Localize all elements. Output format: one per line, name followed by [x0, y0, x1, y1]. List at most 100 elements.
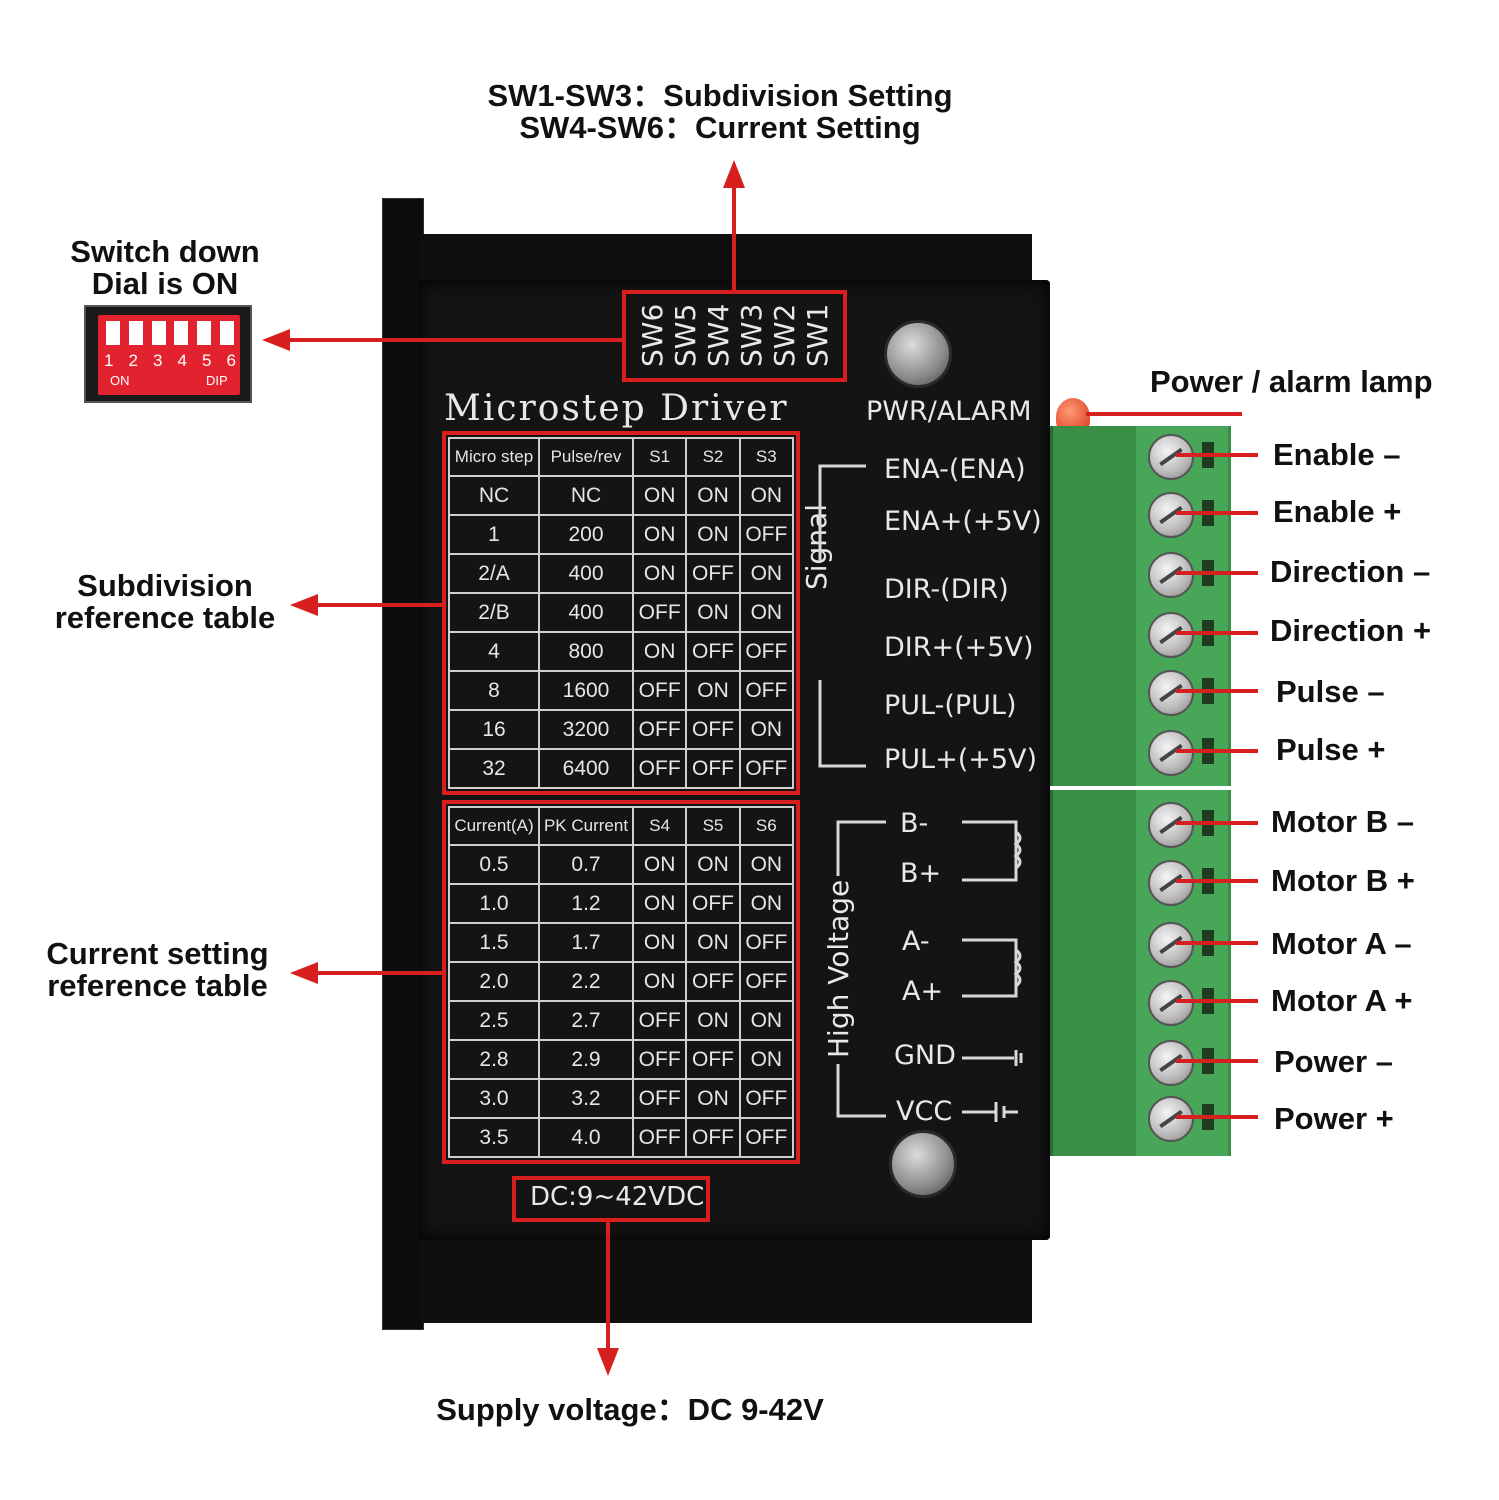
- terminal-motor-a-plus[interactable]: [1140, 974, 1226, 1030]
- sw2-label: SW2: [768, 303, 801, 367]
- dip-dip-label: DIP: [206, 373, 228, 388]
- pin-dir-minus: DIR-(DIR): [884, 574, 1009, 605]
- supply-voltage-callout: Supply voltage：DC 9-42V: [436, 1392, 824, 1427]
- label-power-plus: Power +: [1274, 1101, 1394, 1136]
- label-enable-plus: Enable +: [1273, 494, 1402, 529]
- terminal-screw-icon: [1148, 552, 1194, 598]
- sw1-label: SW1: [801, 303, 834, 367]
- signal-group-label: Signal: [800, 504, 833, 591]
- pwr-alarm-label: PWR/ALARM: [866, 396, 1032, 427]
- label-direction-plus: Direction +: [1270, 613, 1432, 648]
- subdivision-setting-text: SW1-SW3：Subdivision Setting: [487, 78, 953, 113]
- subdivision-table-callout: Subdivision reference table: [54, 568, 276, 635]
- dc-voltage-box: [512, 1176, 710, 1222]
- label-power-minus: Power –: [1274, 1044, 1393, 1079]
- sw3-label: SW3: [735, 303, 768, 367]
- terminal-pulse-minus[interactable]: [1140, 664, 1226, 720]
- dc-voltage-label: DC:9~42VDC: [530, 1182, 705, 1212]
- terminal-power-plus[interactable]: [1140, 1090, 1226, 1146]
- dip-levers: [106, 321, 234, 347]
- driver-heatsink-top: [420, 234, 1032, 282]
- switch-down-text: Switch down: [70, 234, 260, 269]
- pin-ena-plus: ENA+(+5V): [884, 506, 1042, 537]
- terminal-screw-icon: [1148, 434, 1194, 480]
- current-setting-text: SW4-SW6：Current Setting: [519, 110, 921, 145]
- label-enable-minus: Enable –: [1273, 437, 1401, 472]
- pin-vcc: VCC: [896, 1096, 953, 1127]
- terminal-motor-b-plus[interactable]: [1140, 854, 1226, 910]
- driver-heatsink-bottom: [420, 1238, 1032, 1323]
- dip-switch-image: 1 2 3 4 5 6 ON DIP: [84, 305, 252, 403]
- pin-dir-plus: DIR+(+5V): [884, 632, 1034, 663]
- label-motor-a-plus: Motor A +: [1271, 983, 1413, 1018]
- terminal-screw-icon: [1148, 1040, 1194, 1086]
- terminal-enable-plus[interactable]: [1140, 486, 1226, 542]
- current-table-box: [442, 800, 800, 1164]
- driver-mounting-plate: [382, 198, 424, 1330]
- pin-b-plus: B+: [900, 858, 942, 889]
- terminal-screw-icon: [1148, 730, 1194, 776]
- terminal-motor-a-minus[interactable]: [1140, 916, 1226, 972]
- terminal-screw-icon: [1148, 922, 1194, 968]
- power-terminal-face: [1136, 790, 1228, 1156]
- dial-on-text: Dial is ON: [91, 266, 239, 301]
- switch-labels-box: [622, 290, 847, 382]
- sw6-label: SW6: [636, 303, 669, 367]
- bottom-screw-icon: [889, 1130, 957, 1198]
- signal-terminal-face: [1136, 426, 1228, 786]
- power-alarm-lamp-callout: Power / alarm lamp: [1150, 364, 1433, 399]
- sw4-label: SW4: [702, 303, 735, 367]
- dip-on-label: ON: [110, 373, 130, 388]
- label-pulse-plus: Pulse +: [1276, 732, 1386, 767]
- terminal-motor-b-minus[interactable]: [1140, 796, 1226, 852]
- pin-b-minus: B-: [900, 808, 929, 839]
- high-voltage-group-label: High Voltage: [822, 879, 855, 1058]
- dip-numbers: 1 2 3 4 5 6: [104, 351, 236, 370]
- terminal-screw-icon: [1148, 860, 1194, 906]
- current-table-header: Current(A) PK Current S4 S5 S6: [448, 806, 795, 846]
- terminal-screw-icon: [1148, 612, 1194, 658]
- pin-gnd: GND: [894, 1040, 956, 1071]
- pin-a-plus: A+: [902, 976, 944, 1007]
- terminal-screw-icon: [1148, 980, 1194, 1026]
- dip-switch-callout: Switch down Dial is ON: [40, 236, 290, 300]
- terminal-direction-minus[interactable]: [1140, 546, 1226, 602]
- pin-ena-minus: ENA-(ENA): [884, 454, 1026, 485]
- terminal-direction-plus[interactable]: [1140, 606, 1226, 662]
- switch-setting-callout: SW1-SW3：Subdivision Setting SW4-SW6：Curr…: [430, 80, 1010, 144]
- terminal-power-minus[interactable]: [1140, 1034, 1226, 1090]
- current-table-callout: Current setting reference table: [46, 936, 269, 1003]
- pin-pul-plus: PUL+(+5V): [884, 744, 1038, 775]
- pin-a-minus: A-: [902, 926, 930, 957]
- label-motor-a-minus: Motor A –: [1271, 926, 1412, 961]
- terminal-enable-minus[interactable]: [1140, 428, 1226, 484]
- pin-pul-minus: PUL-(PUL): [884, 690, 1017, 721]
- terminal-screw-icon: [1148, 670, 1194, 716]
- terminal-screw-icon: [1148, 1096, 1194, 1142]
- label-motor-b-plus: Motor B +: [1271, 863, 1415, 898]
- terminal-screw-icon: [1148, 802, 1194, 848]
- label-direction-minus: Direction –: [1270, 554, 1431, 589]
- terminal-pulse-plus[interactable]: [1140, 724, 1226, 780]
- label-motor-b-minus: Motor B –: [1271, 804, 1414, 839]
- sw5-label: SW5: [669, 303, 702, 367]
- label-pulse-minus: Pulse –: [1276, 674, 1385, 709]
